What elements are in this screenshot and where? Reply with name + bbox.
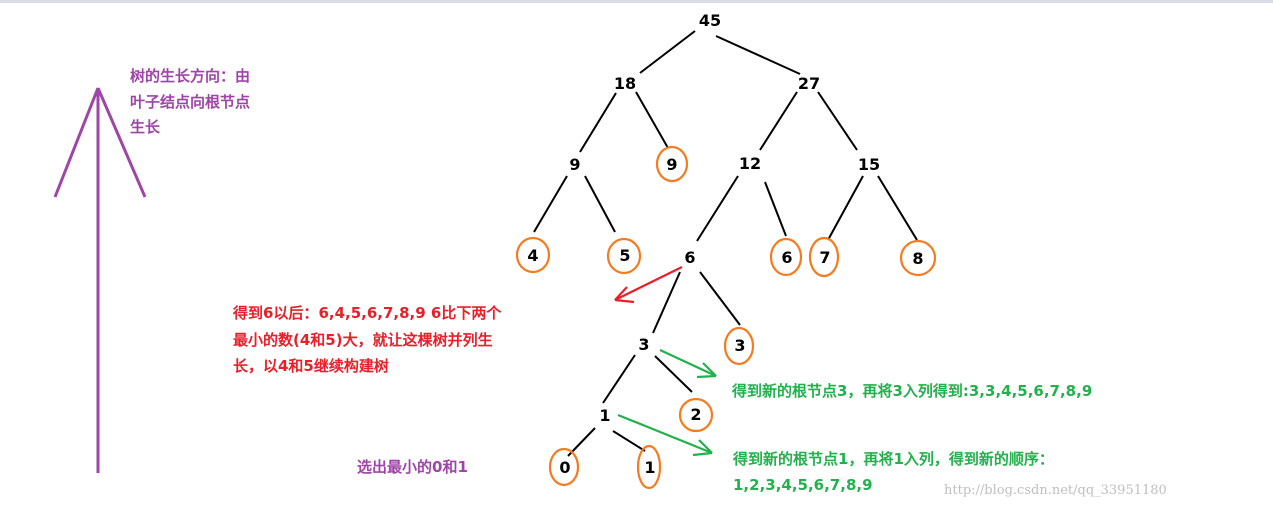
green-note-root-1-line-1: 得到新的根节点1，再将1入列，得到新的顺序： [732, 450, 1054, 468]
leaf-circle-6 [769, 237, 803, 277]
leaf-circle-7 [808, 236, 840, 278]
node-18: 18 [614, 74, 636, 93]
leaf-circle-9 [655, 145, 689, 183]
growth-direction-note: 树的生长方向：由 叶子结点向根节点 生长 [130, 67, 250, 136]
node-4: 4 [527, 246, 538, 265]
node-3-leaf: 3 [734, 336, 745, 355]
growth-note-line-2: 叶子结点向根节点 [130, 93, 250, 111]
node-9-leaf: 9 [666, 155, 677, 174]
red-note-line-1: 得到6以后：6,4,5,6,7,8,9 6比下两个 [232, 304, 502, 322]
node-27: 27 [798, 74, 820, 93]
growth-direction-arrow [53, 87, 147, 473]
leaf-circles [515, 145, 937, 490]
watermark: http://blog.csdn.net/qq_33951180 [944, 483, 1167, 498]
top-border [0, 0, 1273, 3]
leaf-circle-2 [678, 397, 714, 433]
leaf-circle-3 [723, 326, 755, 366]
node-1-leaf: 1 [644, 458, 655, 477]
node-6-leaf: 6 [781, 248, 792, 267]
leaf-circle-4 [515, 236, 551, 274]
tree-nodes: 45 18 27 9 9 12 15 4 5 6 6 7 8 3 3 1 2 0… [527, 11, 923, 477]
node-7: 7 [819, 248, 830, 267]
node-8: 8 [912, 249, 923, 268]
node-12: 12 [739, 154, 761, 173]
growth-note-line-1: 树的生长方向：由 [130, 67, 250, 85]
leaf-circle-1 [636, 444, 662, 490]
node-45: 45 [699, 11, 721, 30]
leaf-circle-8 [899, 239, 937, 277]
node-2: 2 [690, 405, 701, 424]
red-note-line-3: 长，以4和5继续构建树 [233, 357, 389, 375]
green-arrows [617, 349, 717, 457]
red-arrow [614, 266, 683, 304]
tree-edges [533, 30, 918, 457]
node-9: 9 [569, 155, 580, 174]
node-0: 0 [559, 458, 570, 477]
leaf-circle-0 [548, 447, 580, 487]
select-min-note: 选出最小的0和1 [357, 458, 468, 476]
red-note: 得到6以后：6,4,5,6,7,8,9 6比下两个 最小的数(4和5)大，就让这… [232, 304, 502, 375]
green-note-root-1-line-2: 1,2,3,4,5,6,7,8,9 [733, 476, 873, 494]
red-note-line-2: 最小的数(4和5)大，就让这棵树并列生 [233, 331, 493, 349]
green-note-root-3: 得到新的根节点3，再将3入列得到:3,3,4,5,6,7,8,9 [731, 382, 1092, 400]
node-6: 6 [684, 248, 695, 267]
growth-note-line-3: 生长 [130, 118, 161, 136]
leaf-circle-5 [606, 237, 642, 275]
node-3: 3 [638, 335, 649, 354]
node-1: 1 [599, 406, 610, 425]
node-5: 5 [619, 246, 630, 265]
node-15: 15 [858, 155, 880, 174]
